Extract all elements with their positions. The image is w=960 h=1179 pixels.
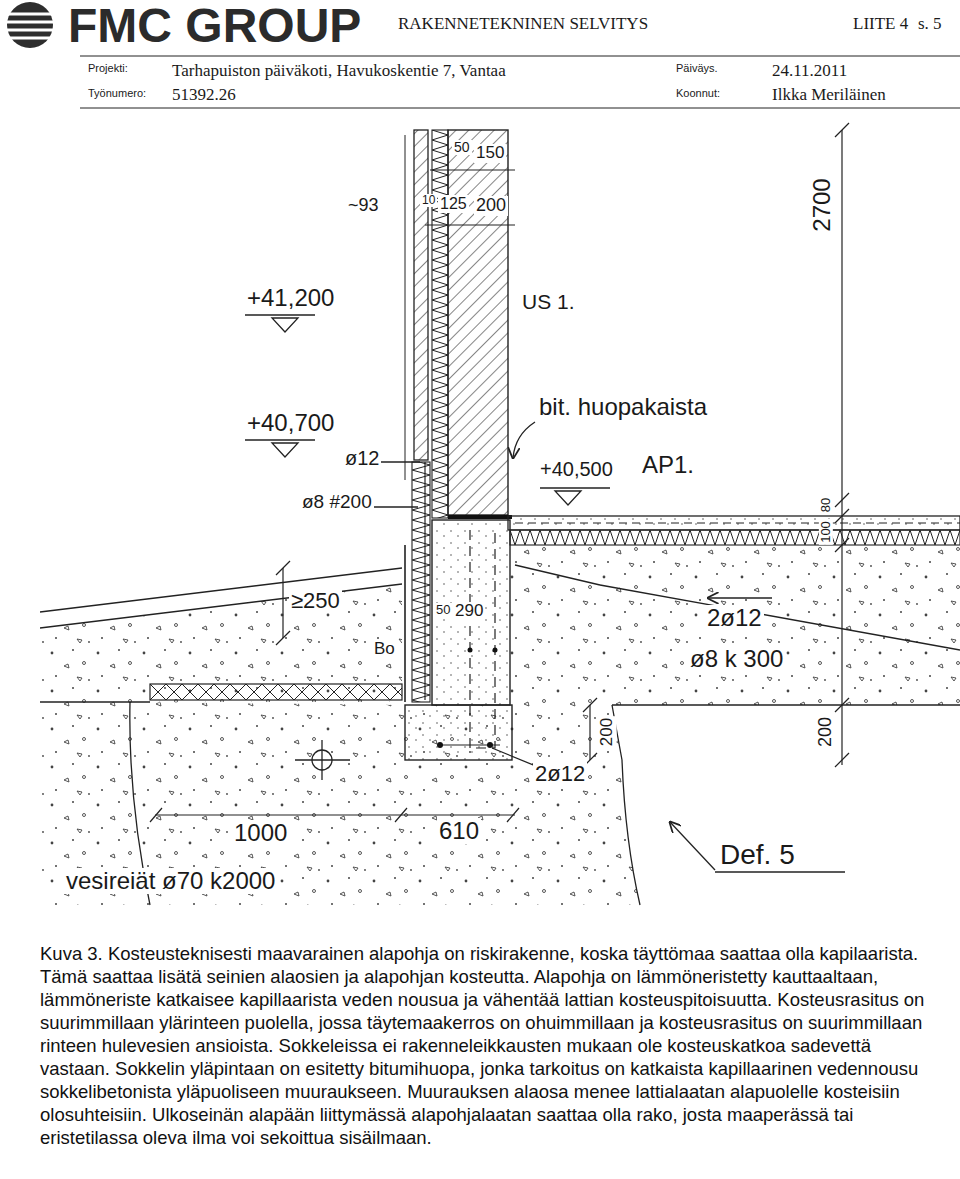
drawing-annotation: 100 [819,519,833,545]
drawing-annotation: 2ø12 [533,762,587,786]
header-text: Työnumero: [88,87,146,99]
slab-mesh [515,523,960,524]
drawing-annotation: AP1. [640,452,696,478]
leader-lines [372,422,845,872]
drawing-annotation: 2ø12 [705,605,764,631]
header-text: RAKENNETEKNINEN SELVITYS [398,15,648,34]
header-text: 51392.26 [172,86,236,105]
drawing-annotation: ø8 k 300 [688,646,785,672]
drawing-annotation: 125 [438,195,469,213]
drawing-annotation: 290 [453,602,485,621]
plinth-concrete [432,520,510,705]
drawing-annotation: 200 [474,196,508,216]
header-text: LIITE 4 [853,15,908,34]
drawing-annotation: +40,500 [538,458,615,480]
footing [405,705,512,760]
drawing-annotation: Def. 5 [718,840,797,871]
wall-insulation [432,130,448,518]
drawing-annotation: 200 [598,716,617,748]
ground-insulation-board [150,684,402,700]
drawing-annotation: ø12 [343,447,381,469]
drawing-annotation: 2700 [809,176,835,233]
header-text: Ilkka Meriläinen [772,86,886,105]
drawing-annotation: 10 [420,194,437,207]
drawing-annotation: 80 [819,496,833,514]
bitumen-strip [448,515,512,519]
capillary-fill [510,545,960,705]
drawing-annotation: 150 [474,144,506,163]
drawing-annotation: Bo [372,640,397,659]
header-text: 24.11.2011 [772,62,847,81]
rebars [425,462,500,748]
drawing-annotation: +41,200 [245,285,336,311]
figure-caption: Kuva 3. Kosteusteknisesti maavarainen al… [40,942,925,1149]
logo-icon [5,2,55,48]
facade-brick [414,130,428,460]
header-text: FMC GROUP [68,0,361,53]
drawing-annotation: 610 [437,818,481,844]
drawing-annotation: 1000 [232,820,289,846]
drawing-annotation: ø8 #200 [300,492,374,513]
rebar-dots [437,648,498,749]
protection-board [404,545,406,702]
header-rules [80,56,960,108]
drawing-annotation: ≥250 [289,589,342,613]
header-text: Tarhapuiston päiväkoti, Havukoskentie 7,… [172,62,506,81]
masonry-wall [448,130,508,515]
floor-insulation [510,530,960,545]
dimension-lines [150,123,849,822]
drawing-annotation: +40,700 [245,410,336,436]
drawing-annotation: US 1. [520,290,577,313]
header-text: Päiväys. [676,62,718,74]
plinth-insulation [412,462,430,702]
drawing-annotation: bit. huopakaista [537,394,709,420]
drain-pipe [295,740,350,780]
floor-slab [508,516,960,530]
drawing-annotation: 50 [434,603,452,617]
drawing-annotation: vesireiät ø70 k2000 [64,868,277,894]
face-line [405,135,406,480]
drawing-annotation: 50 [452,140,472,155]
header-text: Projekti: [88,62,128,74]
header-text: Koonnut: [676,87,720,99]
drawing-annotation: ~93 [346,196,381,216]
header-text: s. 5 [918,15,942,34]
drawing-annotation: 200 [816,715,836,749]
